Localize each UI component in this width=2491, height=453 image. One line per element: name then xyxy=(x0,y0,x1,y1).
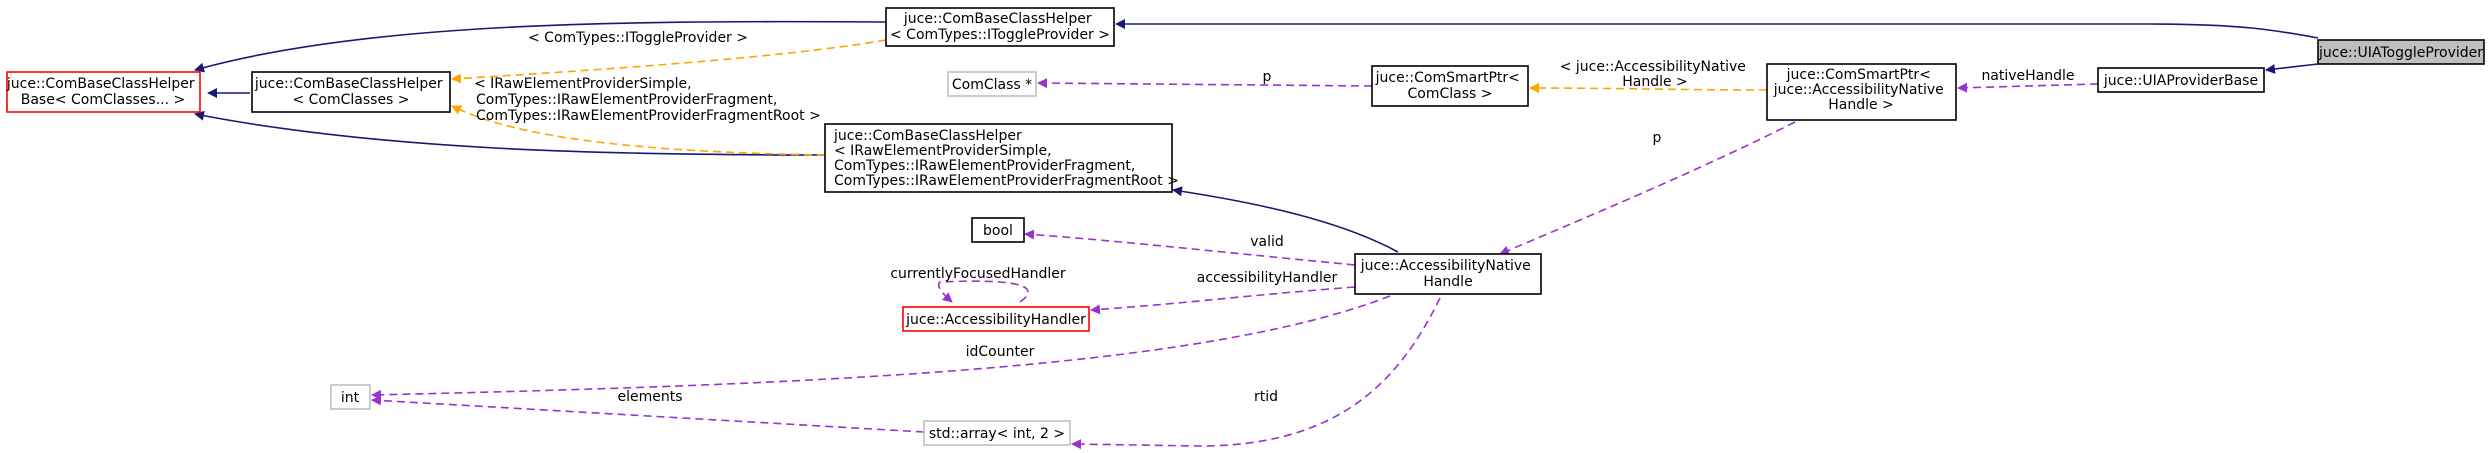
svg-text:bool: bool xyxy=(983,223,1013,239)
edge-template-itoggle xyxy=(451,39,887,84)
edge-label-accessibilityhandler: accessibilityHandler xyxy=(1197,270,1338,286)
edge-label-valid: valid xyxy=(1250,234,1284,250)
edge-member-p-comclass xyxy=(1037,78,1373,89)
edge-member-elements xyxy=(371,395,925,433)
svg-text:std::array< int, 2 >: std::array< int, 2 > xyxy=(929,426,1065,442)
svg-text:juce::UIAToggleProvider: juce::UIAToggleProvider xyxy=(2318,45,2483,61)
edge-inherit-toggle-to-itoggle xyxy=(1115,19,2319,39)
edge-template-irawelement xyxy=(451,105,826,156)
svg-text:juce::AccessibilityNative: juce::AccessibilityNative Handle xyxy=(1360,258,1535,290)
svg-text:juce::ComBaseClassHelper: juce::ComBaseClassHelper < ComClasses > xyxy=(254,76,447,108)
edge-label-p-native: p xyxy=(1653,130,1662,146)
edge-member-p-native xyxy=(1499,121,1796,256)
edge-member-accessibilityhandler xyxy=(1090,286,1356,315)
node-bool[interactable]: bool xyxy=(971,217,1025,243)
edge-member-rtid xyxy=(1071,297,1441,450)
svg-text:juce::ComBaseClassHelper: juce::ComBaseClassHelper < IRawElementPr… xyxy=(833,128,1179,189)
edge-label-idcounter: idCounter xyxy=(966,344,1035,360)
svg-text:juce::ComBaseClassHelper: juce::ComBaseClassHelper < ComTypes::ITo… xyxy=(890,11,1110,43)
edge-inherit-irawelement-to-helperbase xyxy=(194,110,826,156)
svg-text:juce::UIAProviderBase: juce::UIAProviderBase xyxy=(2103,73,2258,89)
edge-inherit-toggle-to-providerbase xyxy=(2265,63,2319,74)
node-std-array[interactable]: std::array< int, 2 > xyxy=(923,420,1071,446)
edge-label-template-native: < juce::AccessibilityNative Handle > xyxy=(1560,59,1751,90)
nodes-layer: juce::UIAToggleProvider juce::UIAProvide… xyxy=(6,7,2485,446)
node-accessibility-handler[interactable]: juce::AccessibilityHandler xyxy=(902,306,1090,332)
svg-text:juce::ComSmartPtr< ju: juce::ComSmartPtr< juce::AccessibilityNa… xyxy=(1773,67,1948,113)
svg-text:juce::AccessibilityHandler: juce::AccessibilityHandler xyxy=(905,312,1086,328)
node-uia-provider-base[interactable]: juce::UIAProviderBase xyxy=(2097,67,2265,93)
node-accessibility-native-handle[interactable]: juce::AccessibilityNative Handle xyxy=(1354,253,1542,295)
edge-label-nativehandle: nativeHandle xyxy=(1981,68,2074,84)
node-com-base-comclasses[interactable]: juce::ComBaseClassHelper < ComClasses > xyxy=(251,71,451,113)
edge-label-p-comclass: p xyxy=(1263,69,1272,85)
edge-template-native xyxy=(1529,83,1768,94)
edge-inherit-native-to-irawelement xyxy=(1172,186,1399,253)
edge-label-template-irawelement: < IRawElementProviderSimple, ComTypes::I… xyxy=(474,76,821,124)
node-com-base-helper-base[interactable]: juce::ComBaseClassHelper Base< ComClasse… xyxy=(6,71,201,113)
edge-label-template-itoggle: < ComTypes::IToggleProvider > xyxy=(528,30,748,46)
edge-label-elements: elements xyxy=(617,389,682,405)
svg-text:ComClass *: ComClass * xyxy=(952,77,1032,93)
node-com-base-itoggle[interactable]: juce::ComBaseClassHelper < ComTypes::ITo… xyxy=(885,7,1115,47)
svg-text:juce::ComSmartPtr< Com: juce::ComSmartPtr< ComClass > xyxy=(1375,70,1525,102)
svg-text:juce::ComBaseClassHelper: juce::ComBaseClassHelper Base< ComClasse… xyxy=(6,76,199,108)
edge-member-valid xyxy=(1024,229,1356,266)
edges-layer xyxy=(194,19,2319,450)
node-int[interactable]: int xyxy=(330,384,371,410)
edge-label-currentlyfocused: currentlyFocusedHandler xyxy=(890,266,1066,282)
edge-member-nativehandle xyxy=(1957,82,2099,93)
edge-label-rtid: rtid xyxy=(1254,389,1278,405)
edge-labels-layer: < ComTypes::IToggleProvider > < IRawElem… xyxy=(474,30,2075,405)
edge-inherit-itoggle-to-helperbase xyxy=(194,20,887,73)
node-com-base-irawelement[interactable]: juce::ComBaseClassHelper < IRawElementPr… xyxy=(824,123,1179,193)
node-uia-toggle-provider[interactable]: juce::UIAToggleProvider xyxy=(2317,39,2485,65)
edge-member-currentlyfocused xyxy=(937,280,1029,303)
svg-text:int: int xyxy=(341,390,360,406)
node-com-smart-ptr-comclass[interactable]: juce::ComSmartPtr< ComClass > xyxy=(1371,65,1529,107)
node-com-smart-ptr-native[interactable]: juce::ComSmartPtr< juce::AccessibilityNa… xyxy=(1766,63,1957,121)
node-comclass-ptr[interactable]: ComClass * xyxy=(947,71,1037,97)
edge-member-idcounter xyxy=(371,295,1391,400)
